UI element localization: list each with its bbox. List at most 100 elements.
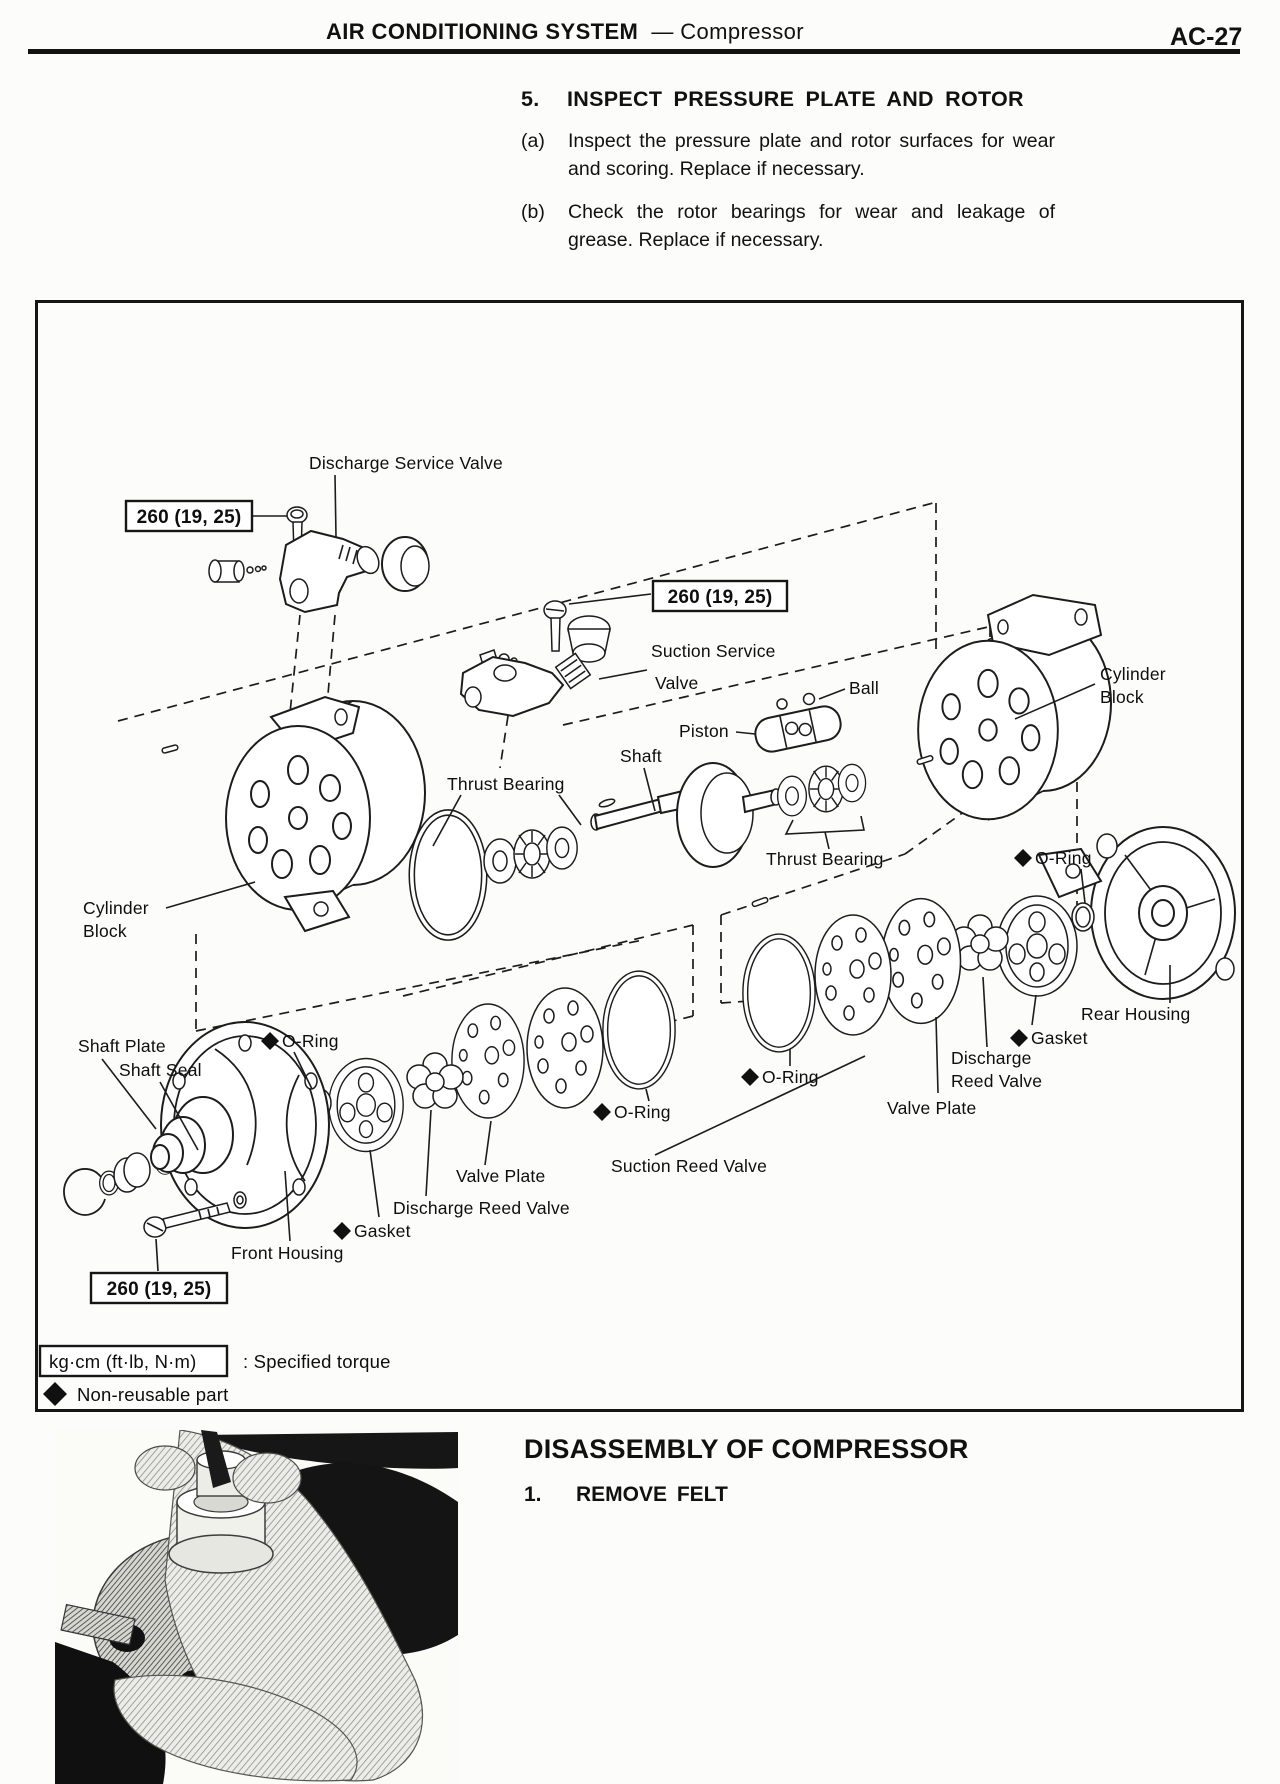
photo-finger [134, 1445, 196, 1491]
label-shaft-seal: Shaft Seal [119, 1060, 202, 1080]
shaft-seal-parts [63, 1145, 176, 1216]
diagram-legend: kg·cm (ft·lb, N·m) : Specified torque No… [38, 1344, 391, 1406]
exploded-diagram: 260 (19, 25) 260 (19, 25) 260 (19, 25) D… [38, 453, 1236, 1406]
label-discharge-service-valve: Discharge Service Valve [309, 453, 503, 473]
suction-service-valve-part [459, 600, 611, 718]
torque-box-top-left: 260 (19, 25) [124, 499, 254, 533]
label-front-housing: Front Housing [231, 1243, 344, 1263]
torque-box-middle: 260 (19, 25) [651, 579, 789, 613]
cylinder-block-left-part [225, 695, 426, 933]
label-discharge-reed-right-2: Reed Valve [951, 1071, 1042, 1091]
photo-shadow-bottom [55, 1642, 166, 1784]
label-ball: Ball [849, 678, 879, 698]
shaft-part [590, 762, 782, 868]
gasket-left-part [328, 1057, 404, 1153]
label-valve-plate-right: Valve Plate [887, 1098, 976, 1118]
thrust-bearing-left-part [483, 826, 578, 884]
photo-fitting [60, 1603, 136, 1646]
section-number: 5. [521, 87, 540, 111]
label-suction-service-2: Valve [655, 673, 698, 693]
label-valve-plate-left: Valve Plate [456, 1166, 545, 1186]
photo-pick-tool [201, 1430, 231, 1488]
item-b-label: (b) [521, 201, 545, 223]
non-reusable-diamond-icon [261, 1032, 279, 1050]
label-piston: Piston [679, 721, 729, 741]
label-thrust-bearing-right: Thrust Bearing [766, 849, 884, 869]
label-discharge-reed-left: Discharge Reed Valve [393, 1198, 570, 1218]
rear-housing-part [1090, 826, 1236, 1000]
valve-plate-left-part [451, 1003, 525, 1119]
section-item-a: (a) Inspect the pressure plate and rotor… [521, 127, 1101, 183]
photo-illustration [55, 1429, 460, 1784]
photo-hub-base [168, 1534, 274, 1574]
label-cylinder-block-left-1: Cylinder [83, 898, 149, 918]
valve-plate-right-part [880, 897, 962, 1025]
section-title: INSPECT PRESSURE PLATE AND ROTOR [567, 87, 1024, 111]
part-labels: Discharge Service Valve Suction Service … [78, 453, 1190, 1263]
cylinder-block-right-part [917, 593, 1112, 899]
label-rear-housing: Rear Housing [1081, 1004, 1190, 1024]
legend-torque-box: kg·cm (ft·lb, N·m) [49, 1351, 196, 1372]
o-ring-large-mid-part [602, 970, 676, 1090]
legend-nonreusable: Non-reusable part [77, 1384, 228, 1405]
o-ring-small-right-part [1071, 902, 1095, 932]
non-reusable-diamond-icon [741, 1068, 759, 1086]
label-cylinder-block-right-1: Cylinder [1100, 664, 1166, 684]
disassembly-title: DISASSEMBLY OF COMPRESSOR [524, 1434, 969, 1464]
label-gasket-right: Gasket [1031, 1028, 1088, 1048]
section-disassembly: DISASSEMBLY OF COMPRESSOR 1. REMOVE FELT [524, 1434, 969, 1507]
label-o-ring-left: O-Ring [282, 1031, 339, 1051]
page-header-title: AIR CONDITIONING SYSTEM — Compressor [0, 19, 1130, 45]
item-b-text: Check the rotor bearings for wear and le… [568, 201, 1055, 251]
section-inspect: 5. INSPECT PRESSURE PLATE AND ROTOR (a) … [521, 87, 1101, 254]
item-a-text: Inspect the pressure plate and rotor sur… [568, 130, 1055, 180]
suction-reed-valve-rear-part [814, 914, 892, 1036]
label-o-ring-mid-lower: O-Ring [614, 1102, 671, 1122]
suction-reed-valve-front-part [526, 987, 604, 1109]
step-title: REMOVE FELT [576, 1483, 728, 1506]
non-reusable-diamond-icon [1014, 849, 1032, 867]
o-ring-large-block-part [408, 809, 488, 941]
thrust-bearing-right-part [776, 763, 867, 817]
pin-part [160, 743, 180, 755]
header-title-sub-text: — Compressor [651, 19, 805, 44]
pin-part [750, 896, 770, 908]
label-cylinder-block-left-2: Block [83, 921, 127, 941]
ball-part [802, 692, 816, 706]
header-title-main: AIR CONDITIONING SYSTEM [325, 19, 639, 44]
photo-shadow-top [195, 1432, 458, 1469]
label-o-ring-right: O-Ring [1035, 848, 1092, 868]
section-item-b: (b) Check the rotor bearings for wear an… [521, 198, 1101, 254]
o-ring-large-right-part [742, 933, 816, 1053]
shoe-ball-part [776, 698, 788, 710]
legend-torque-desc: : Specified torque [243, 1351, 391, 1372]
header-rule [28, 49, 1240, 54]
remove-felt-photo [55, 1429, 460, 1784]
exploded-diagram-box: 260 (19, 25) 260 (19, 25) 260 (19, 25) D… [35, 300, 1244, 1412]
torque-value: 260 (19, 25) [668, 587, 773, 608]
torque-value: 260 (19, 25) [107, 1279, 212, 1300]
front-housing-part [150, 1021, 330, 1229]
non-reusable-diamond-icon [43, 1382, 67, 1406]
label-suction-reed-valve: Suction Reed Valve [611, 1156, 767, 1176]
item-a-label: (a) [521, 130, 545, 152]
piston-part [754, 705, 842, 753]
housing-bolt-part [143, 1191, 247, 1238]
step-remove-felt: 1. REMOVE FELT [524, 1483, 969, 1507]
non-reusable-diamond-icon [333, 1222, 351, 1240]
photo-thumb [113, 1674, 358, 1782]
label-discharge-reed-right-1: Discharge [951, 1048, 1032, 1068]
label-suction-service-1: Suction Service [651, 641, 776, 661]
label-shaft-plate: Shaft Plate [78, 1036, 166, 1056]
section-heading: 5. INSPECT PRESSURE PLATE AND ROTOR [521, 87, 1101, 112]
step-number: 1. [524, 1483, 542, 1506]
non-reusable-diamond-icon [593, 1103, 611, 1121]
torque-box-bottom: 260 (19, 25) [89, 1271, 229, 1305]
gasket-right-part [996, 895, 1078, 997]
label-gasket-left: Gasket [354, 1221, 411, 1241]
photo-finger [232, 1452, 302, 1504]
label-o-ring-mid-upper: O-Ring [762, 1067, 819, 1087]
non-reusable-diamond-icon [1010, 1029, 1028, 1047]
page-number: AC-27 [1170, 23, 1243, 51]
